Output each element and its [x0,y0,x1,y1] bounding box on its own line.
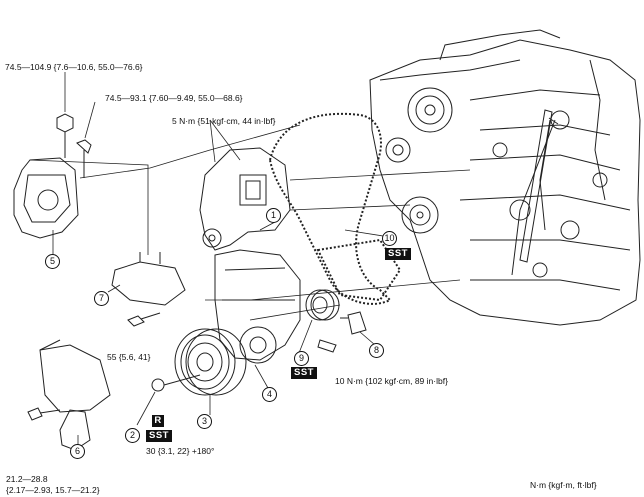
crankshaft-pulley [174,328,247,396]
mount-nut [56,113,74,158]
torque-label-mount-nut: 74.5—104.9 {7.6—10.6, 55.0—76.6} [5,62,143,72]
engine-block [369,29,641,326]
sst-tag-9: SST [291,367,317,379]
callout-2: 2 [125,428,140,443]
callout-6: 6 [70,444,85,459]
torque-label-pulley-bolt: 30 {3.1, 22} +180° [146,446,215,456]
sst-tag-2: SST [146,430,172,442]
torque-label-lower-bolt-units: {2.17—2.93, 15.7—21.2} [6,485,100,495]
callout-9: 9 [294,351,309,366]
timing-belt-cover [199,147,291,251]
lower-timing-cover [214,249,301,364]
sst-tag-10: SST [385,248,411,260]
callout-7: 7 [94,291,109,306]
tensioner [340,311,367,335]
pulley-bolt [151,374,201,392]
engine-mount [13,157,79,239]
callout-10: 10 [382,231,397,246]
callout-3: 3 [197,414,212,429]
mount-bracket [111,252,186,306]
callout-1: 1 [266,208,281,223]
dipstick [511,117,559,276]
torque-label-lower-bolt: 21.2—28.8 [6,474,48,484]
callout-8: 8 [369,343,384,358]
units-legend: N·m {kgf·m, ft·lbf} [530,480,597,490]
idler-bolt [317,339,337,353]
r-tag: R [152,415,164,427]
leader-lines [29,72,471,445]
callout-4: 4 [262,387,277,402]
torque-label-mount-bolt: 74.5—93.1 {7.60—9.49, 55.0—68.6} [105,93,243,103]
bracket-bolt [127,312,161,327]
bracket-bolt-lower [27,407,61,421]
torque-label-cover-bolt: 5 N·m {51 kgf·cm, 44 in·lbf} [172,116,276,126]
callout-5: 5 [45,254,60,269]
engine-mount-bracket [39,339,111,451]
timing-belt [268,112,402,305]
torque-label-idler-bolt: 10 N·m {102 kgf·cm, 89 in·lbf} [335,376,448,386]
mount-bolt [76,139,92,178]
torque-label-bracket-bolt: 55 {5.6, 41} [107,352,151,362]
